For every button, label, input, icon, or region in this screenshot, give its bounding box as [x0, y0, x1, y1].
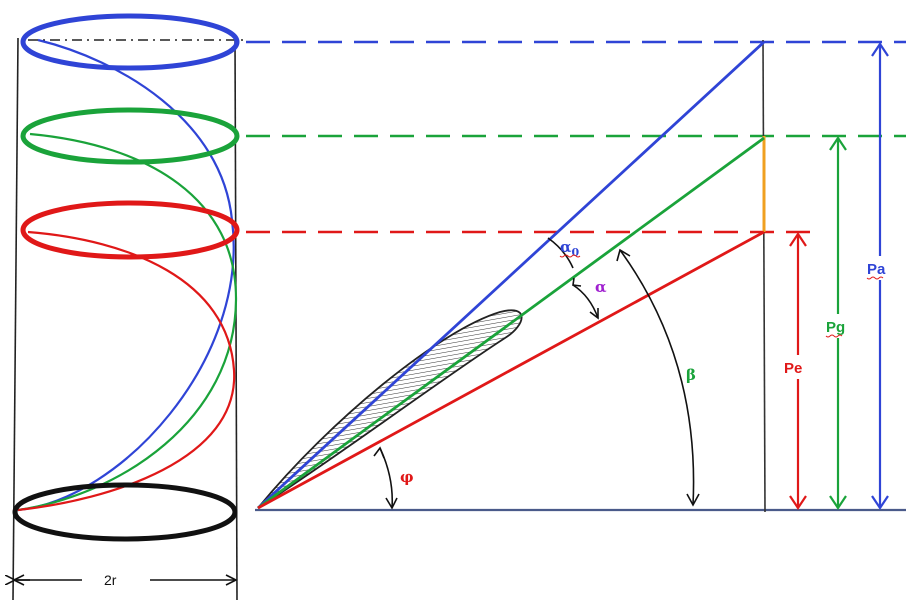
pe-label: Pe — [784, 360, 802, 377]
ellipse-blue — [20, 13, 240, 71]
helix-curve-green — [17, 132, 238, 512]
alpha-zero-label: α0 — [560, 238, 580, 259]
helix-curve-blue — [17, 38, 235, 512]
angle-arc-beta — [619, 249, 695, 506]
diameter-label: 2r — [104, 572, 117, 588]
ellipse-black — [12, 482, 238, 542]
beta-label: β — [686, 366, 696, 384]
ellipse-red — [20, 200, 240, 260]
alpha-label: α — [595, 278, 607, 296]
ellipse-green — [20, 107, 240, 165]
spellcheck-underline-alpha-zero — [559, 254, 581, 258]
cylinder-left-edge — [12, 37, 19, 601]
diagonal-red — [257, 230, 765, 510]
spellcheck-underline-pg — [825, 334, 843, 338]
phi-label: φ — [400, 468, 414, 486]
angle-arc-alpha-zero — [547, 237, 574, 269]
diagonal-blue — [257, 40, 765, 510]
pg-label: Pg — [826, 319, 845, 336]
cylinder — [12, 37, 246, 601]
vertical-reference — [762, 39, 766, 513]
diagonal-green — [257, 136, 765, 510]
diameter-dimension: 2r — [14, 572, 238, 588]
pa-label: Pa — [867, 261, 886, 278]
spellcheck-underline-pa — [866, 276, 884, 280]
angle-arc-alpha — [572, 284, 599, 319]
helix-curve-red — [17, 230, 236, 512]
